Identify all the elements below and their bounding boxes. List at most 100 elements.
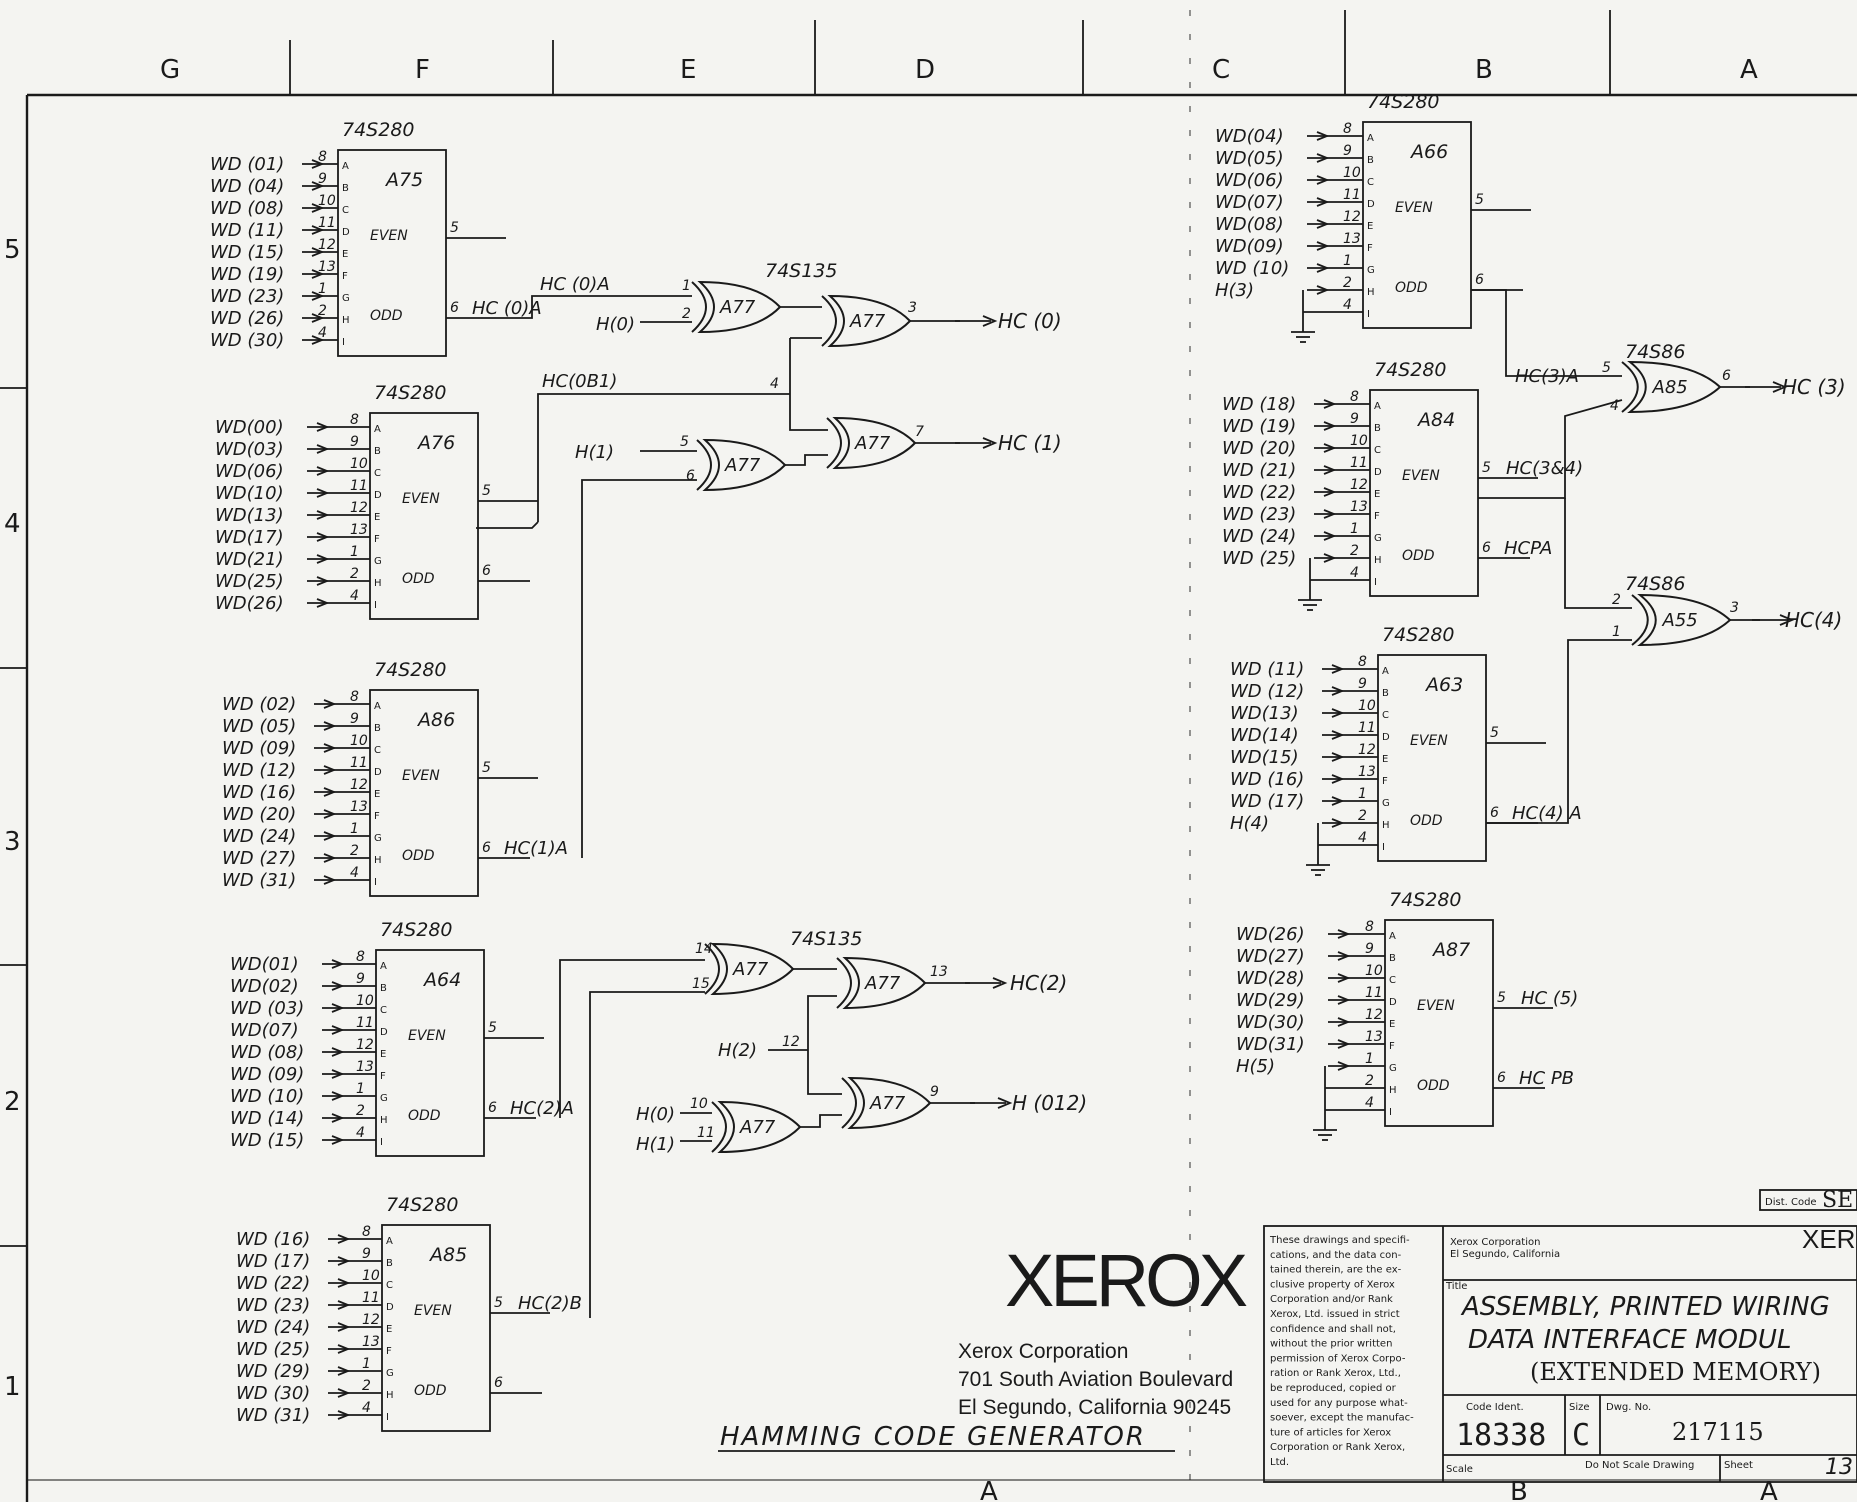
title-line-1: ASSEMBLY, PRINTED WIRING <box>1460 1292 1830 1322</box>
input-letter: G <box>1374 533 1382 544</box>
input-letter: E <box>1382 754 1388 765</box>
input-pin-number: 11 <box>1350 455 1368 471</box>
input-pin-number: 13 <box>356 1059 374 1075</box>
wire-g7-out <box>800 1114 842 1128</box>
legal-line: be reproduced, copied or <box>1270 1383 1397 1394</box>
pin-label: 2 <box>1612 592 1621 608</box>
zone-label-5: 5 <box>4 235 21 265</box>
chip-ref: A66 <box>1409 141 1448 163</box>
input-letter: E <box>342 249 348 260</box>
chip-even-label: EVEN <box>1417 998 1455 1014</box>
input-pin-number: 9 <box>356 971 365 987</box>
input-signal-label: WD(06) <box>1215 170 1284 191</box>
input-letter: G <box>374 833 382 844</box>
input-arrow <box>323 743 337 753</box>
wire-h2b <box>807 995 837 1050</box>
input-signal-label: WD (24) <box>1222 526 1296 547</box>
input-pin-number: 1 <box>350 821 359 837</box>
input-pin-number: 9 <box>1343 143 1352 159</box>
input-letter: I <box>380 1137 383 1148</box>
input-letter: F <box>342 271 348 282</box>
legal-line: used for any purpose what- <box>1270 1398 1408 1409</box>
input-arrow <box>1331 796 1345 806</box>
input-pin-number: 13 <box>362 1334 380 1350</box>
input-letter: B <box>1367 155 1374 166</box>
input-pin-number: 2 <box>350 843 359 859</box>
odd-net-label: HC(2)A <box>510 1098 574 1119</box>
gate-ref: A85 <box>1652 377 1688 398</box>
input-signal-label: WD (16) <box>222 782 296 803</box>
input-signal-label: WD(10) <box>215 483 284 504</box>
input-arrow <box>1323 465 1337 475</box>
input-letter: A <box>1374 401 1381 412</box>
input-arrow <box>1316 197 1330 207</box>
title-label: Title <box>1445 1281 1467 1292</box>
input-arrow <box>331 1135 345 1145</box>
input-arrow <box>316 488 330 498</box>
input-letter: F <box>1389 1041 1395 1052</box>
xor-gate-74s86-a85: A85 <box>1621 360 1722 414</box>
output-arrow <box>997 1097 1013 1109</box>
input-pin-number: 1 <box>318 281 327 297</box>
input-arrow <box>316 444 330 454</box>
chip-body <box>1377 654 1487 862</box>
even-pin-number: 5 <box>1475 192 1484 208</box>
sheet-label: Sheet <box>1724 1460 1753 1471</box>
input-arrow <box>311 335 325 345</box>
input-letter: B <box>374 723 381 734</box>
chip-even-label: EVEN <box>1402 468 1440 484</box>
chip-body <box>369 689 479 897</box>
input-letter: H <box>374 855 382 866</box>
input-arrow <box>331 1069 345 1079</box>
input-pin-number: 8 <box>318 149 327 165</box>
wire-hc34b <box>1564 498 1632 609</box>
chip-ref: A87 <box>1431 939 1470 961</box>
input-signal-label: WD(03) <box>215 439 284 460</box>
input-arrow <box>323 831 337 841</box>
chip-even-label: EVEN <box>402 768 440 784</box>
input-arrow <box>1337 1017 1351 1027</box>
dwg-no: 217115 <box>1672 1418 1764 1446</box>
legal-line: Xerox, Ltd. issued in strict <box>1270 1309 1400 1320</box>
gate-xor-curve <box>711 1101 727 1153</box>
input-arrow <box>337 1344 351 1354</box>
chip-odd-label: ODD <box>1417 1078 1450 1094</box>
input-arrow <box>337 1300 351 1310</box>
input-pin-number: 9 <box>350 711 359 727</box>
input-letter: C <box>1382 710 1389 721</box>
odd-net-label: HC(4) A <box>1512 803 1582 824</box>
input-letter: G <box>386 1368 394 1379</box>
chip-type: 74S280 <box>380 919 453 941</box>
input-letter: D <box>1367 199 1375 210</box>
input-signal-label: WD (02) <box>222 694 296 715</box>
chip-type: 74S280 <box>1382 624 1455 646</box>
zone-label-g: G <box>160 55 180 85</box>
input-pin-number: 2 <box>356 1103 365 1119</box>
input-pin-number: 1 <box>1358 786 1367 802</box>
input-arrow <box>331 1025 345 1035</box>
input-signal-label: WD (29) <box>236 1361 310 1382</box>
input-arrow <box>316 598 330 608</box>
wire-hc34 <box>1478 399 1623 499</box>
input-letter: F <box>1374 511 1380 522</box>
scale-note: Do Not Scale Drawing <box>1585 1460 1694 1471</box>
chip-type: 74S280 <box>374 382 447 404</box>
odd-pin-number: 6 <box>1475 272 1484 288</box>
input-signal-label: WD(28) <box>1236 968 1305 989</box>
input-signal-label: WD (24) <box>222 826 296 847</box>
input-letter: I <box>342 337 345 348</box>
input-arrow <box>1331 664 1345 674</box>
input-pin-number: 2 <box>1343 275 1352 291</box>
legal-line: Corporation or Rank Xerox, <box>1270 1442 1405 1453</box>
xor-gate-a77-2: A77 <box>821 294 912 348</box>
wire-hc3a <box>1471 289 1622 377</box>
input-pin-number: 4 <box>1365 1095 1374 1111</box>
input-pin-number: 4 <box>350 865 359 881</box>
pin-label: 10 <box>690 1096 708 1112</box>
input-letter: B <box>1374 423 1381 434</box>
input-pin-number: 12 <box>362 1312 380 1328</box>
drawing-caption: HAMMING CODE GENERATOR <box>720 1422 1146 1452</box>
gate-xor-curve <box>704 943 720 995</box>
